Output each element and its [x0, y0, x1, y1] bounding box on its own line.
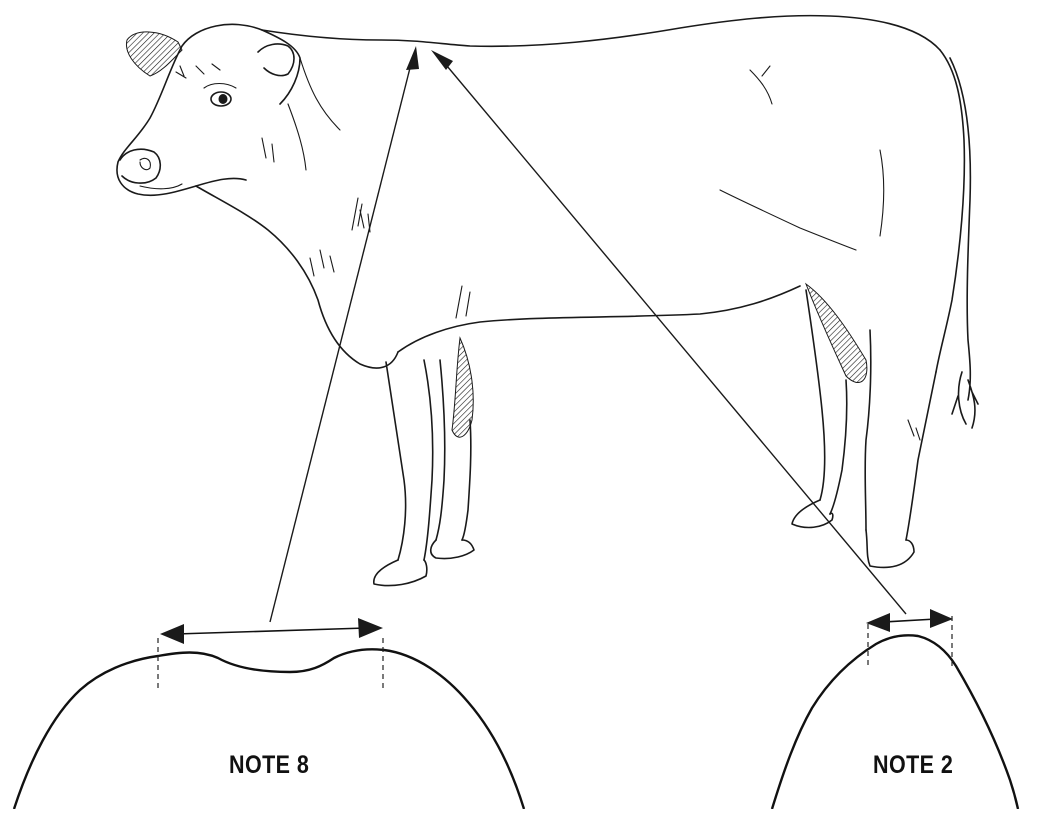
- pointer-lines: [270, 46, 906, 622]
- cow-belly: [398, 286, 800, 352]
- cow-rear-far-leg-shade: [806, 284, 867, 383]
- cow-rump: [936, 50, 964, 372]
- cow-illustration: [117, 16, 978, 586]
- dim-arrow-left-end: [358, 618, 383, 638]
- section-note-8: [14, 618, 524, 809]
- dim-arrow-right-end: [930, 609, 953, 628]
- cow-pupil: [219, 94, 228, 104]
- cow-rear-leg: [865, 330, 936, 540]
- cow-rear-far-hoof: [792, 500, 833, 527]
- cow-topline: [262, 16, 940, 50]
- cow-right-ear: [258, 44, 294, 76]
- cow-face-marks: [176, 64, 274, 162]
- cow-body-strokes: [310, 66, 920, 440]
- pointer-arrowhead-note-8: [406, 46, 419, 70]
- cow-nostril: [140, 158, 150, 169]
- section-outline-narrow: [772, 635, 1018, 809]
- note-8-label: NOTE 8: [229, 751, 309, 780]
- dim-arrow-left-start: [160, 624, 184, 644]
- width-dimension-note-8: [176, 628, 366, 634]
- note-2-label: NOTE 2: [873, 751, 953, 780]
- cow-mouth: [140, 184, 182, 189]
- cow-neck-folds: [288, 58, 362, 272]
- pointer-line-note-8: [270, 60, 412, 622]
- cow-neck-underline: [196, 186, 398, 368]
- cow-front-far-hoof: [431, 540, 474, 559]
- cow-tail: [950, 58, 978, 428]
- cow-muzzle: [120, 149, 160, 183]
- pointer-arrowhead-note-2: [431, 50, 453, 70]
- cow-front-hoof: [374, 560, 427, 586]
- cow-ear: [126, 32, 182, 76]
- dim-arrow-right-start: [866, 613, 890, 632]
- section-outline-wide: [14, 649, 524, 809]
- cow-front-leg: [386, 360, 433, 560]
- width-dimension-note-2: [884, 619, 936, 622]
- cow-brow: [204, 84, 236, 89]
